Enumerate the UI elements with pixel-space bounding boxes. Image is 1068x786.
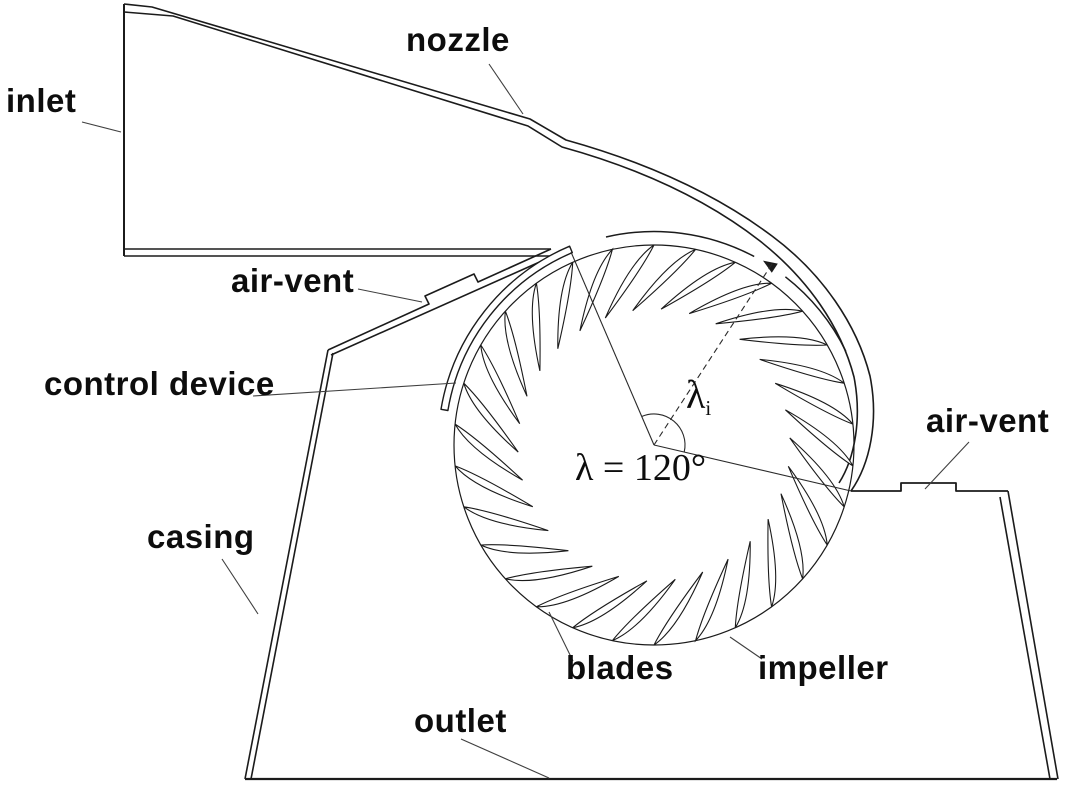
impeller-blade	[572, 580, 648, 629]
annotation-lambda-equation: λ = 120°	[575, 449, 706, 487]
label-inlet: inlet	[6, 82, 77, 119]
impeller-blade	[557, 262, 574, 349]
leader-impeller	[729, 636, 763, 660]
angle-line-dashed	[653, 263, 773, 446]
impeller-blade	[454, 423, 523, 481]
casing-left-wall-inner	[250, 352, 334, 780]
impeller-blade	[780, 493, 804, 579]
leader-inlet	[81, 121, 122, 133]
impeller-blade	[463, 506, 549, 532]
impeller-blade	[632, 248, 697, 312]
leader-air-vent-left	[357, 288, 423, 303]
label-air-vent-right: air-vent	[926, 402, 1050, 439]
impeller-blade	[454, 465, 534, 508]
casing-right-wall-inner	[999, 496, 1051, 780]
label-nozzle: nozzle	[406, 21, 510, 58]
casing-top-right-edge	[851, 482, 1008, 492]
lambda-i-subscript: i	[705, 396, 712, 420]
label-casing: casing	[147, 518, 255, 555]
label-blades: blades	[566, 649, 674, 686]
impeller-blade	[660, 261, 736, 310]
leader-blades	[548, 611, 574, 662]
leader-air-vent-right	[924, 441, 970, 490]
impeller-blade	[653, 571, 704, 646]
impeller-blade	[695, 558, 729, 641]
leader-outlet	[460, 738, 550, 779]
angle-arc	[641, 413, 686, 453]
leader-casing	[221, 558, 259, 615]
label-impeller: impeller	[758, 649, 889, 686]
leader-nozzle	[488, 63, 524, 115]
impeller-blade	[767, 518, 777, 607]
impeller-blades	[454, 244, 854, 646]
impeller-blade	[787, 465, 828, 546]
impeller-blade	[480, 344, 521, 425]
impeller-blade	[536, 575, 620, 608]
control-device-arc	[440, 245, 573, 412]
impeller-blade	[789, 437, 845, 508]
impeller-blade	[504, 311, 528, 397]
impeller-blade	[480, 544, 569, 554]
impeller-blade	[688, 282, 772, 315]
angle-line-left	[570, 251, 655, 446]
nozzle-outer-wall	[123, 3, 875, 492]
impeller-blade	[739, 336, 828, 346]
leader-control-device	[252, 382, 457, 397]
impeller-circle	[453, 244, 855, 646]
lambda-equation-text: λ = 120°	[575, 447, 707, 489]
angle-line-right	[653, 444, 852, 492]
label-outlet: outlet	[414, 702, 507, 739]
impeller-blade	[604, 244, 655, 319]
impeller-blade	[785, 409, 854, 467]
rotation-arc-1	[605, 230, 755, 258]
impeller-blade	[734, 541, 751, 628]
nozzle-inner-wall	[123, 11, 859, 484]
impeller-blade	[715, 308, 803, 325]
impeller-blade	[505, 565, 593, 582]
impeller-blade	[611, 578, 676, 642]
impeller-blade	[463, 382, 519, 453]
casing-slant-wall-left-outer	[327, 248, 552, 351]
rotation-arc-2	[784, 276, 847, 352]
casing-right-wall-outer	[1007, 490, 1059, 780]
lambda-i-symbol: λ	[686, 372, 706, 417]
label-air-vent-left: air-vent	[231, 262, 355, 299]
casing-slant-wall-left-inner	[330, 255, 554, 356]
annotation-lambda-i: λi	[686, 375, 711, 419]
casing-left-wall-outer	[244, 349, 329, 780]
impeller-blade	[579, 249, 613, 332]
impeller-blade	[774, 382, 854, 425]
label-control-device: control device	[44, 365, 275, 402]
impeller-blade	[531, 283, 541, 372]
impeller-blade	[759, 358, 845, 384]
